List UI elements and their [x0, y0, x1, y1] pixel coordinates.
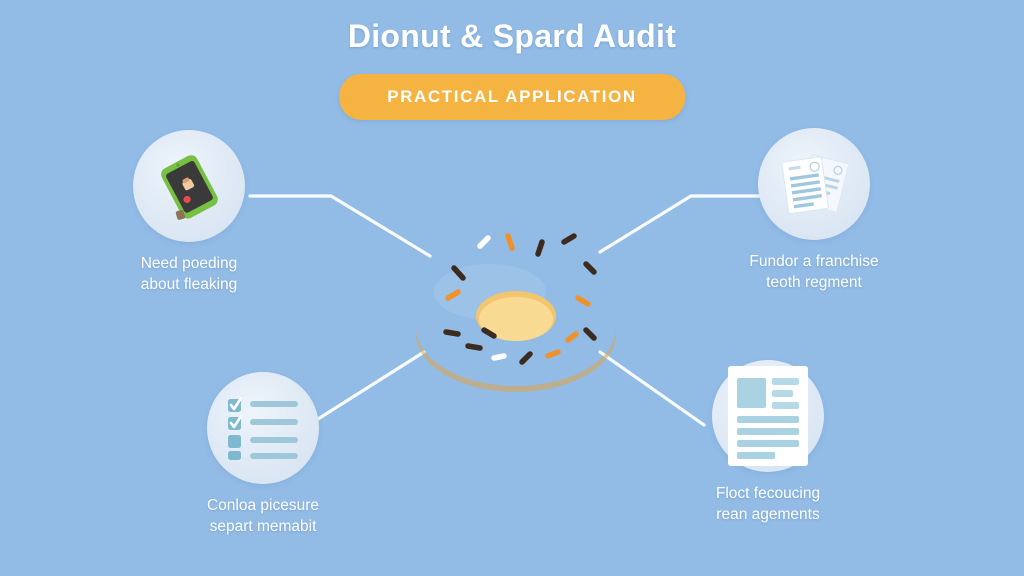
- page-title: Dionut & Spard Audit: [347, 18, 677, 54]
- node-top-right[interactable]: Fundor a franchise teoth regment: [699, 128, 929, 294]
- node-top-left-circle: [133, 130, 245, 242]
- document-article-icon: [728, 366, 808, 466]
- node-top-left-label: Need poeding about fleaking: [140, 255, 238, 293]
- donut-sprinkles: [443, 233, 597, 365]
- checklist-icon: [228, 396, 298, 460]
- node-bottom-right-circle: [712, 360, 824, 472]
- node-bottom-right-label: Floct fecoucing rean agements: [715, 485, 821, 523]
- node-top-left[interactable]: Need poeding about fleaking: [74, 130, 304, 296]
- node-bottom-left-circle: [207, 372, 319, 484]
- documents-icon: [781, 154, 849, 215]
- node-bottom-left-label: Conloa picesure separt memabit: [206, 497, 319, 535]
- node-top-right-circle: [758, 128, 870, 240]
- node-top-right-label: Fundor a franchise teoth regment: [749, 253, 879, 291]
- node-bottom-right[interactable]: Floct fecoucing rean agements: [653, 360, 883, 526]
- node-bottom-left[interactable]: Conloa picesure separt memabit: [148, 372, 378, 538]
- smartphone-icon: [161, 155, 218, 220]
- status-badge: PRACTICAL APPLICATION: [339, 74, 685, 120]
- donut-hole: [484, 304, 548, 342]
- donut-illustration: [416, 233, 616, 392]
